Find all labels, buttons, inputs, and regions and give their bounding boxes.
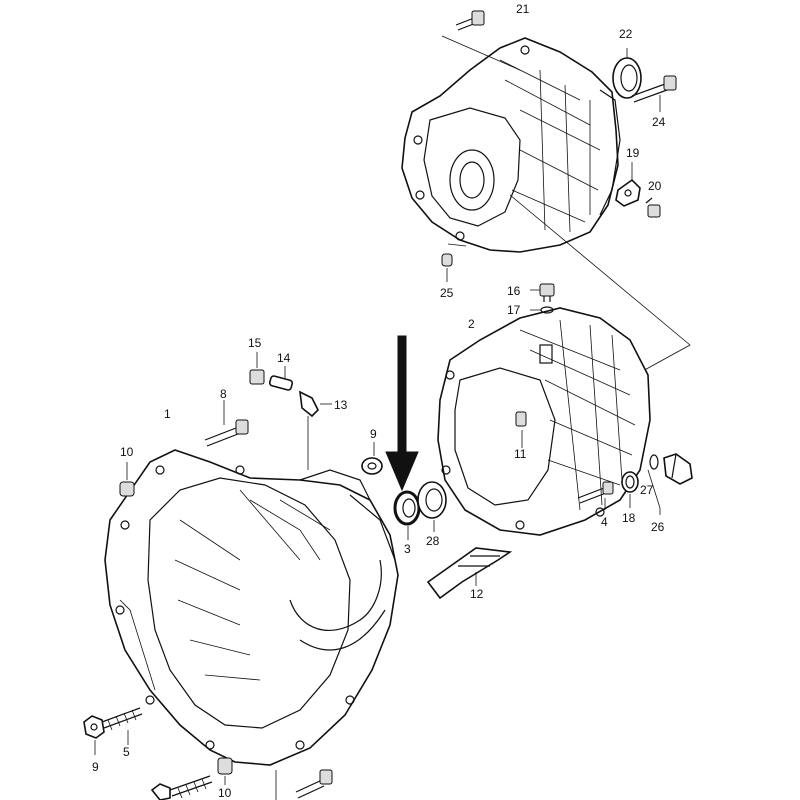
- label-3: 3: [404, 542, 411, 556]
- bolt-4: [577, 481, 614, 510]
- label-26: 26: [651, 520, 665, 534]
- label-12: 12: [470, 587, 484, 601]
- plug-15: [249, 352, 265, 385]
- label-10-upper: 10: [120, 445, 134, 459]
- label-11: 11: [514, 447, 527, 461]
- label-10-lower: 10: [218, 786, 232, 800]
- washer-9-upper: [361, 442, 383, 475]
- label-13: 13: [334, 398, 348, 412]
- plug-16: [539, 283, 555, 302]
- label-9-lower: 9: [92, 760, 99, 774]
- label-4: 4: [601, 515, 608, 529]
- bolt-20: [645, 197, 661, 218]
- gasket-17: [530, 289, 554, 314]
- seal-18: [621, 471, 639, 508]
- guide-12: [426, 547, 513, 600]
- label-25: 25: [440, 286, 454, 300]
- label-2: 2: [468, 317, 475, 331]
- bolt-24: [631, 75, 677, 112]
- label-15: 15: [248, 336, 262, 350]
- label-17: 17: [507, 303, 521, 317]
- label-5: 5: [123, 745, 130, 759]
- transmission-case-2: [437, 307, 651, 536]
- oil-seal-28: [417, 481, 447, 532]
- dowel-10-lower: [217, 757, 233, 785]
- switch-26: [647, 453, 693, 515]
- clutch-housing-1: [104, 449, 399, 766]
- label-9-upper: 9: [370, 427, 377, 441]
- pipe-14: [268, 366, 294, 391]
- label-8: 8: [220, 387, 227, 401]
- bolt-8: [204, 400, 249, 447]
- dowel-25: [441, 253, 453, 282]
- label-22: 22: [619, 27, 633, 41]
- label-1: 1: [164, 407, 171, 421]
- bolt-lower: [275, 769, 333, 800]
- oil-seal-3: [393, 490, 421, 540]
- extension-case-21: [401, 37, 621, 253]
- label-19: 19: [626, 146, 640, 160]
- label-24: 24: [652, 115, 666, 129]
- label-27: 27: [640, 483, 654, 497]
- stud-5: [101, 707, 143, 745]
- label-14: 14: [277, 351, 291, 365]
- label-16: 16: [507, 284, 521, 298]
- part-number-labels: 1 2 3 4 5 8 9 9 10 10 11 12 13 14 15 16 …: [92, 2, 666, 800]
- stud-lower: [150, 775, 213, 800]
- label-18: 18: [622, 511, 636, 525]
- label-28: 28: [426, 534, 440, 548]
- bracket-19: [615, 162, 641, 207]
- union-13: [299, 390, 332, 470]
- label-20: 20: [648, 179, 662, 193]
- o-ring-27: [649, 454, 659, 470]
- nut-9-lower: [83, 715, 105, 755]
- dowel-10-upper: [119, 462, 135, 497]
- callout-arrow: [385, 335, 419, 492]
- label-21: 21: [516, 2, 530, 16]
- bolt-21: [441, 10, 521, 71]
- oil-seal-22: [612, 48, 642, 99]
